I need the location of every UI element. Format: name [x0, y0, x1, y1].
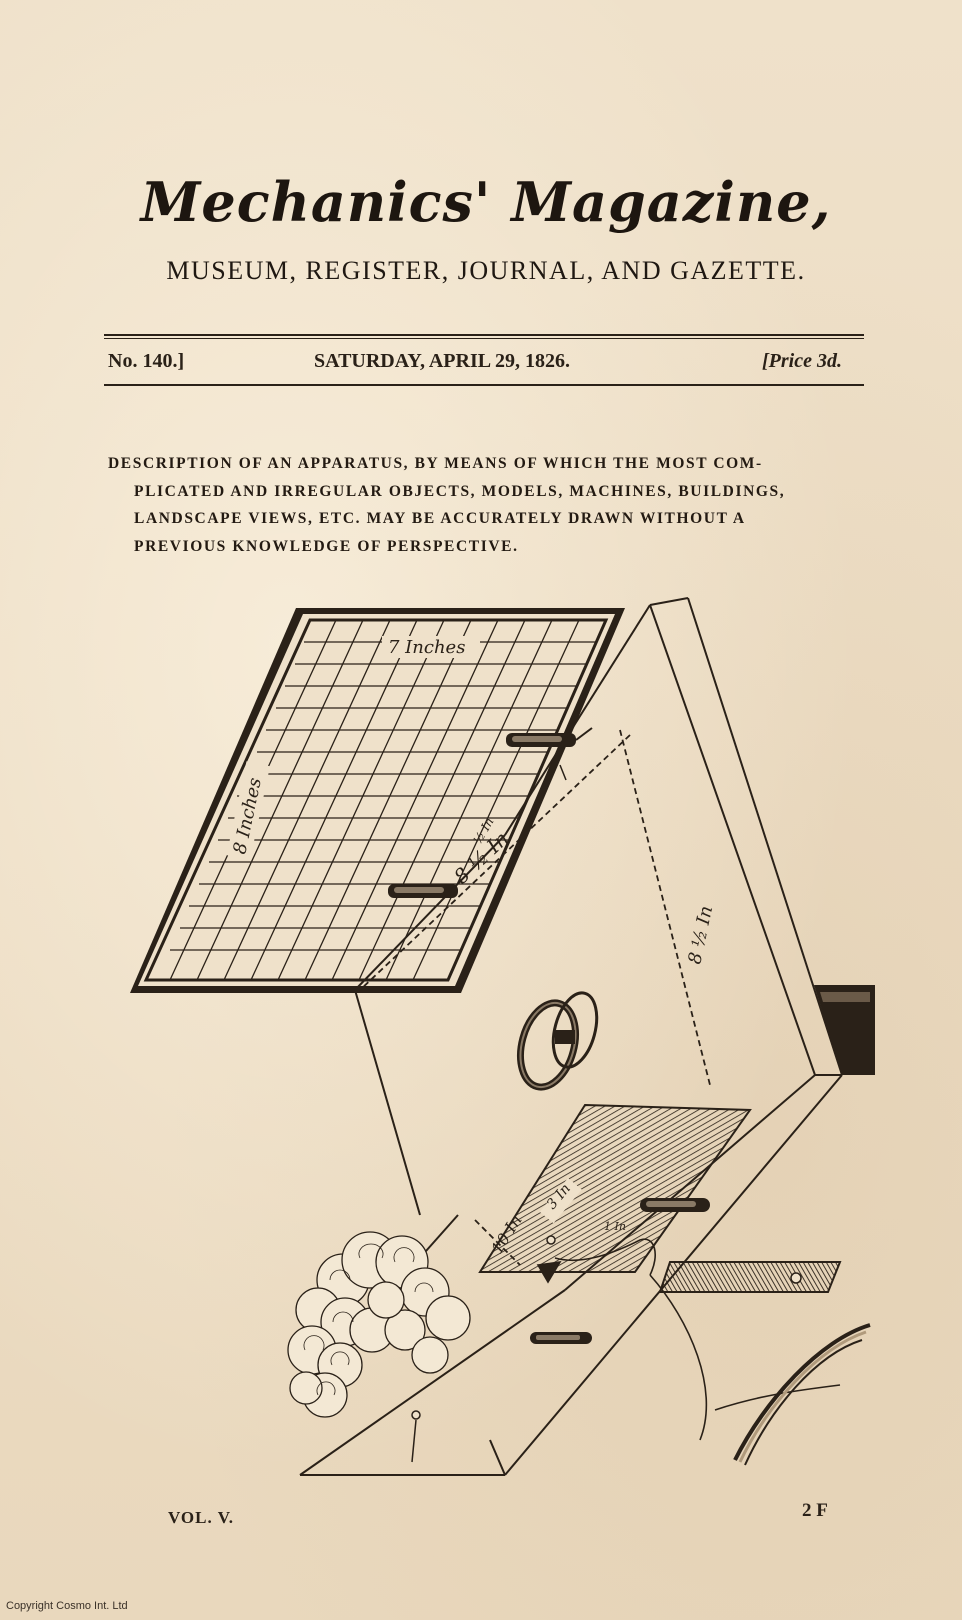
side-length-label: 8 ½ In	[684, 904, 717, 966]
description-line: PLICATED AND IRREGULAR OBJECTS, MODELS, …	[134, 482, 786, 500]
description-line: DESCRIPTION OF AN APPARATUS, BY MEANS OF…	[108, 455, 763, 472]
issue-date: SATURDAY, APRIL 29, 1826.	[314, 350, 570, 372]
article-description: DESCRIPTION OF AN APPARATUS, BY MEANS OF…	[108, 450, 868, 560]
issue-number: No. 140.]	[108, 350, 185, 372]
side-bracket	[658, 1261, 842, 1293]
hinge-pin	[559, 764, 567, 781]
top-rule	[104, 334, 864, 336]
footer-volume: VOL. V.	[168, 1508, 235, 1527]
tablet-peg-upper	[640, 1198, 710, 1212]
masthead-title: Mechanics' Magazine,	[140, 170, 832, 234]
hinge-lower	[388, 884, 458, 898]
grid-frame: 7 Inches 8 Inches	[130, 608, 625, 993]
description-line: PREVIOUS KNOWLEDGE OF PERSPECTIVE.	[134, 537, 519, 555]
footer-signature: 2 F	[802, 1500, 828, 1521]
smoke-cloud	[287, 1231, 471, 1418]
grid-width-label: 7 Inches	[388, 637, 465, 658]
grid-vertical-lines	[169, 619, 580, 981]
masthead-subtitle: MUSEUM, REGISTER, JOURNAL, AND GAZETTE.	[166, 256, 806, 285]
issue-price: [Price 3d.	[762, 350, 842, 372]
eyepiece-arc	[733, 1323, 871, 1466]
copyright-notice: Copyright Cosmo Int. Ltd	[6, 1600, 128, 1612]
tablet-peg-lower	[530, 1332, 592, 1344]
tablet-1-label: 1 In	[604, 1220, 626, 1233]
top-rule-thin	[104, 338, 864, 339]
description-line: LANDSCAPE VIEWS, ETC. MAY BE ACCURATELY …	[134, 510, 746, 527]
base-pin	[411, 1410, 421, 1463]
smoke-swirls	[303, 1243, 434, 1396]
bottom-rule	[104, 384, 864, 386]
hinge-upper	[506, 727, 593, 747]
ring-handle	[517, 991, 599, 1091]
edge-clamp	[814, 985, 875, 1075]
drawing-tablet: 3 In 1 In	[478, 1103, 752, 1273]
